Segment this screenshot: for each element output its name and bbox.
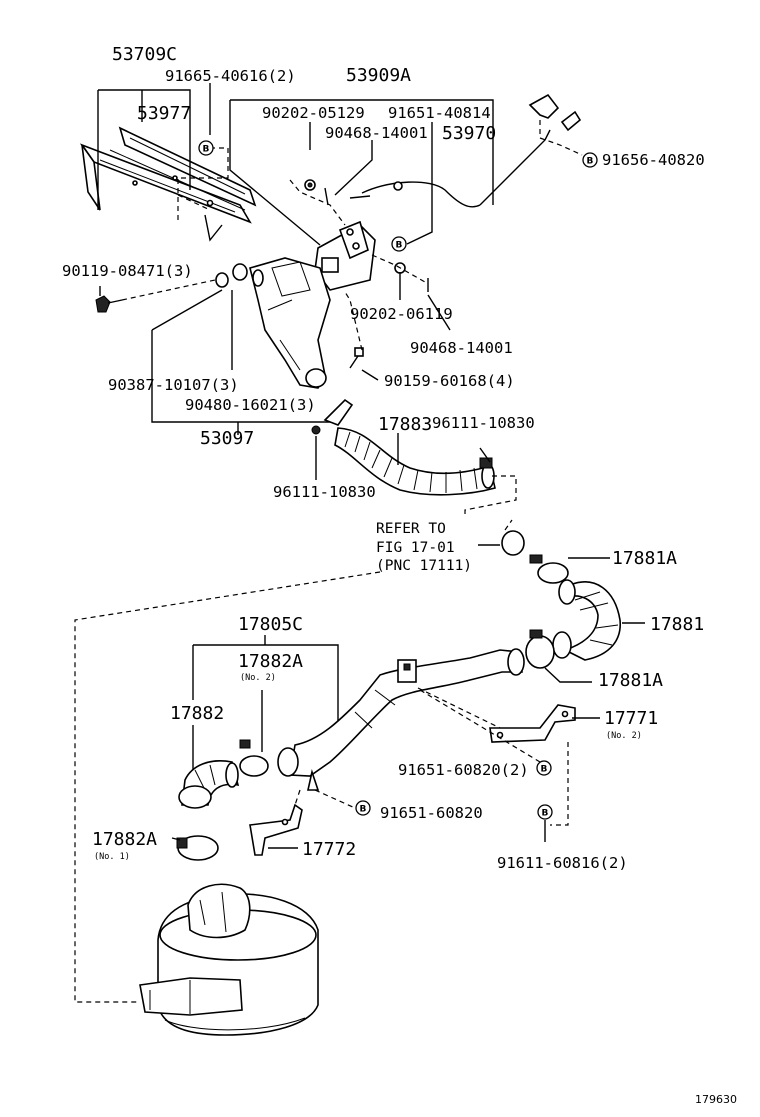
label-90480-16021: 90480-16021(3): [185, 396, 316, 414]
label-17882: 17882: [170, 703, 224, 724]
svg-text:B: B: [587, 157, 594, 167]
clamp-96111-right: [479, 457, 493, 469]
label-90468-14001-bottom: 90468-14001: [410, 339, 513, 357]
label-96111-10830-left: 96111-10830: [273, 483, 376, 501]
b-marker-91651: B: [391, 236, 407, 252]
clamp-17882A-no1: [176, 835, 219, 861]
b-marker-91656: B: [582, 152, 598, 168]
air-cleaner: [139, 883, 319, 1036]
label-90202-06119: 90202-06119: [350, 305, 453, 323]
label-17881: 17881: [650, 614, 704, 635]
elbow-17881: [552, 579, 621, 661]
bushing-90387: [215, 263, 248, 288]
label-17805C: 17805C: [238, 614, 303, 635]
b-marker-text: B: [203, 145, 210, 155]
svg-text:B: B: [360, 805, 367, 815]
note-17882A-no2: (No. 2): [240, 673, 276, 683]
clamp-17882A-no2: [239, 739, 269, 777]
label-53909A: 53909A: [346, 65, 411, 86]
label-17881A-top: 17881A: [612, 548, 677, 569]
note-17771-no2: (No. 2): [606, 731, 642, 741]
clamp-17881A-top: [529, 554, 569, 584]
svg-text:B: B: [541, 765, 548, 775]
label-90119-08471: 90119-08471(3): [62, 262, 193, 280]
label-90159-60168: 90159-60168(4): [384, 372, 515, 390]
b-marker-91611: B: [537, 804, 553, 820]
bolt-90119: [95, 295, 123, 313]
washer-90202-05129: [304, 179, 316, 191]
b-marker-91651-60820-2: B: [536, 760, 552, 776]
hose-17883: [334, 427, 496, 496]
label-91651-60820-2: 91651-60820(2): [398, 761, 529, 779]
bracket-17772: [249, 803, 303, 856]
refer-line-1: REFER TO: [376, 521, 446, 537]
bracket-17771: [489, 704, 576, 743]
label-53097: 53097: [200, 428, 254, 449]
label-90202-05129: 90202-05129: [262, 104, 365, 122]
bracket-53909A: [314, 220, 376, 291]
label-91656-40820: 91656-40820: [602, 151, 705, 169]
duct-53097: [249, 257, 331, 389]
refer-line-2: FIG 17-01: [376, 540, 455, 556]
label-91611-60816: 91611-60816(2): [497, 854, 628, 872]
svg-text:B: B: [542, 809, 549, 819]
b-marker-91651-60820: B: [355, 800, 371, 816]
label-17882A-no1: 17882A: [92, 829, 157, 850]
clamp-17881A-bottom: [525, 629, 555, 669]
pipe-17805C: [277, 648, 525, 791]
label-17772: 17772: [302, 839, 356, 860]
b-marker-91665: B: [198, 140, 214, 156]
hose-17882: [178, 760, 240, 809]
label-17883: 17883: [378, 414, 432, 435]
label-17771: 17771: [604, 708, 658, 729]
label-96111-10830-right: 96111-10830: [432, 414, 535, 432]
pin-90468-top: [324, 187, 329, 206]
cable-53970: [349, 93, 583, 208]
label-17881A-bottom: 17881A: [598, 670, 663, 691]
label-91651-40814: 91651-40814: [388, 104, 491, 122]
label-53709C: 53709C: [112, 44, 177, 65]
figure-number: 179630: [695, 1093, 737, 1106]
label-91651-60820: 91651-60820: [380, 804, 483, 822]
screw-90159: [349, 347, 364, 369]
label-91665-40616: 91665-40616(2): [165, 67, 296, 85]
svg-text:B: B: [396, 241, 403, 251]
label-17882A-no2: 17882A: [238, 651, 303, 672]
refer-line-3: (PNC 17111): [376, 558, 472, 574]
tube-refer-fig: [501, 530, 525, 556]
label-90468-14001-top: 90468-14001: [325, 124, 428, 142]
bracket-53977: [79, 126, 257, 242]
label-53970: 53970: [442, 123, 496, 144]
note-17882A-no1: (No. 1): [94, 852, 130, 862]
label-53977: 53977: [137, 103, 191, 124]
clamp-96111-left: [311, 398, 354, 435]
label-90387-10107: 90387-10107(3): [108, 376, 239, 394]
